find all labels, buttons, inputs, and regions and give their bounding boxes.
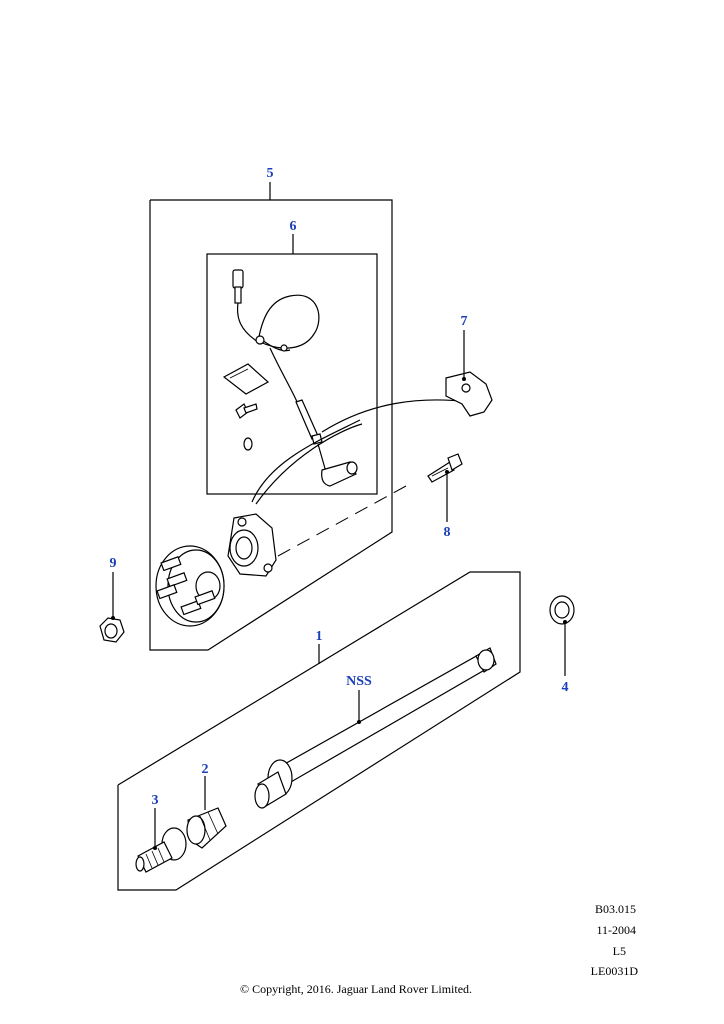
wheel-bearing — [227, 513, 277, 577]
bolt-part-8 — [427, 453, 463, 522]
callout-3[interactable]: 3 — [152, 793, 159, 808]
callout-5[interactable]: 5 — [267, 166, 274, 181]
callout-nss[interactable]: NSS — [346, 674, 372, 689]
o-ring — [243, 437, 253, 451]
diagram-level: L5 — [613, 944, 626, 958]
wheel-hub — [155, 545, 225, 627]
group-box-6 — [206, 234, 378, 495]
abs-sensor-wire — [232, 269, 358, 487]
callout-1[interactable]: 1 — [316, 629, 323, 644]
outer-joint-part-3 — [135, 808, 187, 873]
fit-dash-line — [277, 485, 407, 557]
callout-6[interactable]: 6 — [290, 219, 297, 234]
diagram-ref: B03.015 — [595, 902, 636, 916]
grease-sachet — [222, 363, 270, 395]
group-box-1 — [117, 571, 521, 891]
nut-part-4 — [549, 595, 575, 676]
copyright-text: © Copyright, 2016. Jaguar Land Rover Lim… — [240, 982, 472, 996]
diagram-code: LE0031D — [591, 964, 639, 978]
callout-4[interactable]: 4 — [562, 680, 569, 695]
callout-7[interactable]: 7 — [461, 314, 468, 329]
callout-8[interactable]: 8 — [444, 525, 451, 540]
nut-part-9 — [99, 572, 125, 643]
assembly-arcs — [251, 399, 471, 505]
callout-9[interactable]: 9 — [110, 556, 117, 571]
diagram-date: 11-2004 — [596, 923, 636, 937]
bracket-part-7 — [445, 330, 493, 417]
sensor-screw — [235, 403, 258, 419]
cv-boot-part-2 — [186, 776, 227, 849]
callout-2[interactable]: 2 — [202, 762, 209, 777]
driveshaft-nss — [254, 647, 497, 809]
group-box-5 — [149, 182, 393, 651]
